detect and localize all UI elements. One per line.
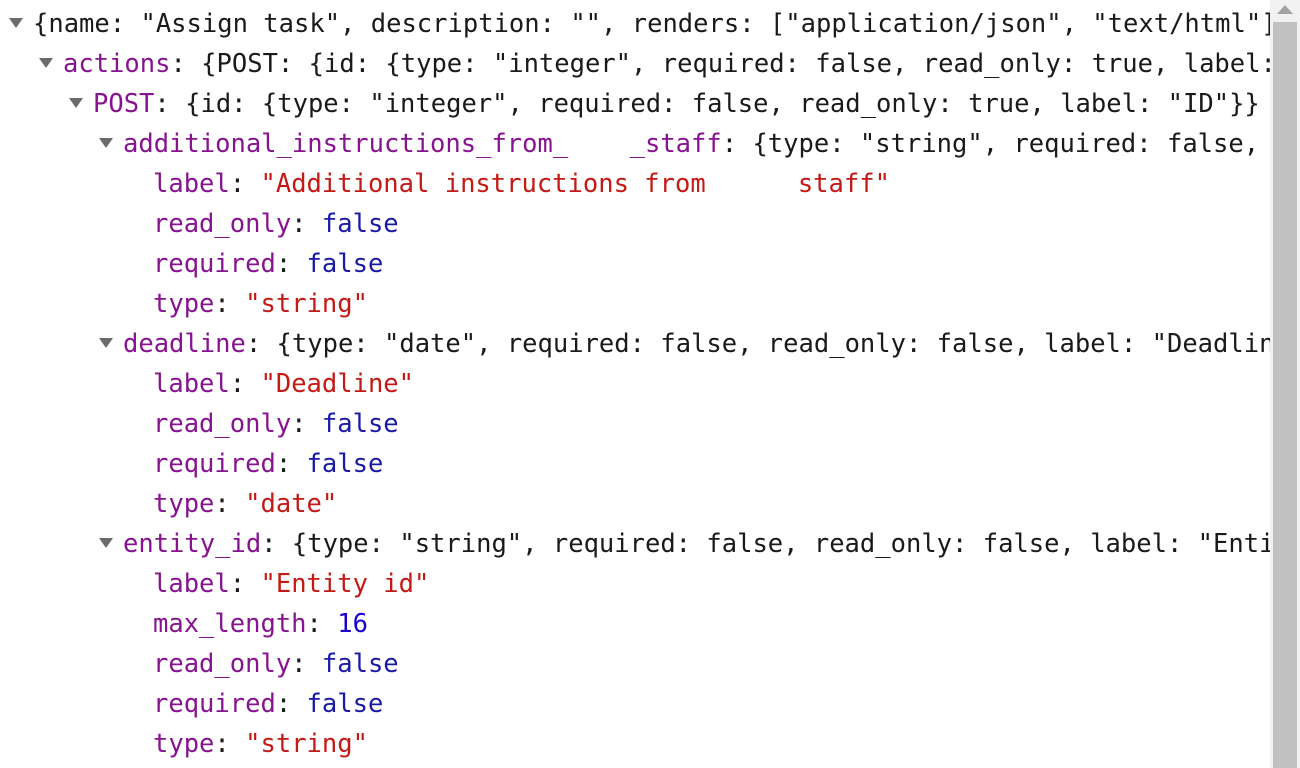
json-punctuation: : [275, 449, 307, 479]
json-line-content: type: "string" [153, 284, 368, 324]
json-punctuation: : [291, 409, 322, 439]
json-punctuation: : {POST: {id: {type: "integer", required… [170, 49, 1270, 79]
json-line-content: deadline: {type: "date", required: false… [123, 324, 1270, 364]
json-boolean-value: false [306, 449, 384, 479]
json-punctuation: : [275, 689, 307, 719]
json-line-content: POST: {id: {type: "integer", required: f… [93, 84, 1260, 124]
expanded-triangle-icon[interactable] [99, 338, 113, 348]
scroll-up-arrow-icon[interactable] [1277, 5, 1293, 14]
scrollbar-thumb[interactable] [1273, 22, 1297, 768]
json-key: max_length [153, 609, 307, 639]
json-boolean-value: false [321, 209, 399, 239]
json-key: required [153, 249, 276, 279]
json-punctuation: : {type: "string", required: false, read… [721, 129, 1260, 159]
json-line-content: read_only: false [153, 644, 399, 684]
json-key: read_only [153, 209, 292, 239]
json-line-content: entity_id: {type: "string", required: fa… [123, 524, 1270, 564]
json-string-value: "Entity id" [260, 569, 430, 599]
json-viewer: {name: "Assign task", description: "", r… [9, 4, 1270, 764]
json-line-content: required: false [153, 244, 383, 284]
json-line-content: read_only: false [153, 404, 399, 444]
json-line-content: additional_instructions_from_ _staff: {t… [123, 124, 1270, 164]
json-string-value: "string" [245, 289, 368, 319]
json-line-content: required: false [153, 444, 383, 484]
json-punctuation: : {type: "string", required: false, read… [261, 529, 1270, 559]
json-key: label [153, 369, 230, 399]
expanded-triangle-icon[interactable] [9, 18, 23, 28]
json-key: read_only [153, 409, 292, 439]
json-punctuation: : [229, 569, 261, 599]
json-key: required [153, 689, 276, 719]
json-string-value: "Deadline" [260, 369, 415, 399]
json-punctuation: {name: "Assign task", description: "", r… [33, 9, 1270, 39]
json-line-content: {name: "Assign task", description: "", r… [33, 4, 1270, 44]
json-punctuation: : [306, 609, 338, 639]
json-line-content: label: "Additional instructions from sta… [153, 164, 890, 204]
json-punctuation: : [229, 169, 261, 199]
json-key: read_only [153, 649, 292, 679]
expanded-triangle-icon[interactable] [39, 58, 53, 68]
json-punctuation: : [291, 209, 322, 239]
json-line-content: label: "Deadline" [153, 364, 414, 404]
vertical-scrollbar[interactable] [1270, 0, 1300, 768]
json-punctuation: : [275, 249, 307, 279]
json-punctuation: : [229, 369, 261, 399]
json-line-content: max_length: 16 [153, 604, 368, 644]
json-punctuation: : {type: "date", required: false, read_o… [245, 329, 1270, 359]
json-line-content: required: false [153, 684, 383, 724]
json-punctuation: : {id: {type: "integer", required: false… [154, 89, 1260, 119]
json-string-value: "string" [245, 729, 368, 759]
json-key: actions [63, 49, 171, 79]
json-boolean-value: false [321, 409, 399, 439]
json-punctuation: : [214, 289, 246, 319]
json-key: type [153, 729, 215, 759]
json-key: label [153, 169, 230, 199]
json-key: additional_instructions_from_ _staff [123, 129, 722, 159]
json-punctuation: : [214, 489, 246, 519]
json-punctuation: : [214, 729, 246, 759]
expanded-triangle-icon[interactable] [99, 538, 113, 548]
json-line-content: type: "string" [153, 724, 368, 764]
expanded-triangle-icon[interactable] [99, 138, 113, 148]
json-key: required [153, 449, 276, 479]
json-key: type [153, 489, 215, 519]
json-boolean-value: false [321, 649, 399, 679]
expanded-triangle-icon[interactable] [69, 98, 83, 108]
json-key: deadline [123, 329, 246, 359]
json-key: entity_id [123, 529, 262, 559]
json-key: label [153, 569, 230, 599]
json-boolean-value: false [306, 689, 384, 719]
json-punctuation: : [291, 649, 322, 679]
json-boolean-value: false [306, 249, 384, 279]
json-line-content: type: "date" [153, 484, 337, 524]
json-key: type [153, 289, 215, 319]
json-string-value: "Additional instructions from staff" [260, 169, 890, 199]
json-string-value: "date" [245, 489, 338, 519]
json-line-content: read_only: false [153, 204, 399, 244]
json-key: POST [93, 89, 155, 119]
json-number-value: 16 [337, 609, 368, 639]
json-line-content: actions: {POST: {id: {type: "integer", r… [63, 44, 1270, 84]
json-line-content: label: "Entity id" [153, 564, 429, 604]
